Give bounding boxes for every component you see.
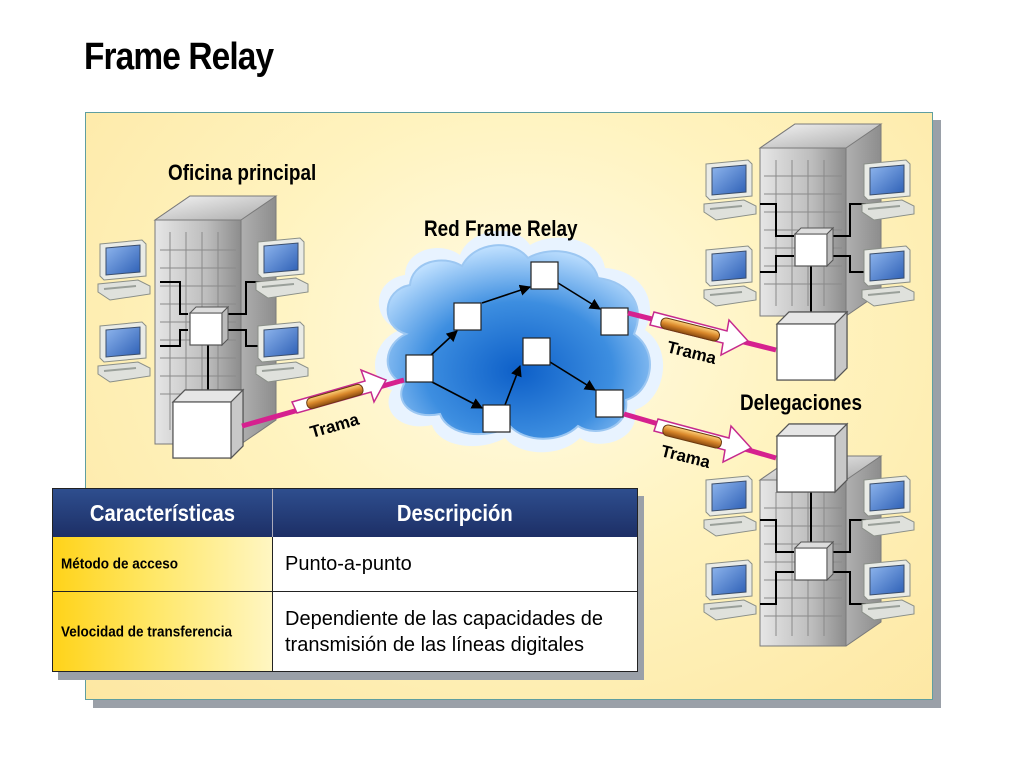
hub-icon <box>794 227 834 267</box>
hub-icon <box>794 541 834 581</box>
pc-icon <box>703 559 757 621</box>
hub-icon <box>189 306 229 346</box>
pc-icon <box>255 237 309 299</box>
table-row-feature: Velocidad de transferencia <box>53 592 273 671</box>
switch-node <box>600 307 629 336</box>
frame-label: Trama <box>659 441 713 472</box>
pc-icon <box>703 475 757 537</box>
switch-node <box>595 389 624 418</box>
switch-node <box>482 404 511 433</box>
features-table: Características Descripción Método de ac… <box>52 488 638 672</box>
frame-arrow-branch-1 <box>649 311 750 357</box>
pc-icon <box>97 239 151 301</box>
router-box-icon <box>776 423 848 493</box>
switch-node <box>405 354 434 383</box>
main-office-label: Oficina principal <box>168 160 317 185</box>
router-box-icon <box>776 311 848 381</box>
frame-relay-cloud <box>374 230 664 453</box>
slide-title: Frame Relay <box>84 36 274 78</box>
frame-arrow-branch-2 <box>653 418 753 464</box>
branches-label: Delegaciones <box>740 390 862 415</box>
branch-office-1 <box>703 123 915 381</box>
pc-icon <box>255 321 309 383</box>
frame-arrow-main <box>290 368 388 414</box>
pc-icon <box>703 245 757 307</box>
switch-node <box>453 302 482 331</box>
network-label: Red Frame Relay <box>424 216 578 241</box>
table-row-description: Dependiente de las capacidades de transm… <box>285 607 604 656</box>
main-office-cabling <box>160 281 262 398</box>
pc-icon <box>861 159 915 221</box>
table-row-description: Punto-a-punto <box>273 537 637 592</box>
pc-icon <box>703 159 757 221</box>
router-box-icon <box>172 389 244 459</box>
pc-icon <box>861 475 915 537</box>
frame-label: Trama <box>665 337 719 368</box>
table-header-features: Características <box>53 489 273 537</box>
pc-icon <box>861 245 915 307</box>
table-row-feature: Método de acceso <box>53 537 273 592</box>
switch-node <box>522 337 551 366</box>
main-office-group <box>97 195 309 459</box>
pc-icon <box>861 559 915 621</box>
pc-icon <box>97 321 151 383</box>
switch-node <box>530 261 559 290</box>
frame-label: Trama <box>308 410 362 442</box>
branch-office-2 <box>703 423 915 647</box>
table-header-description: Descripción <box>273 489 637 537</box>
